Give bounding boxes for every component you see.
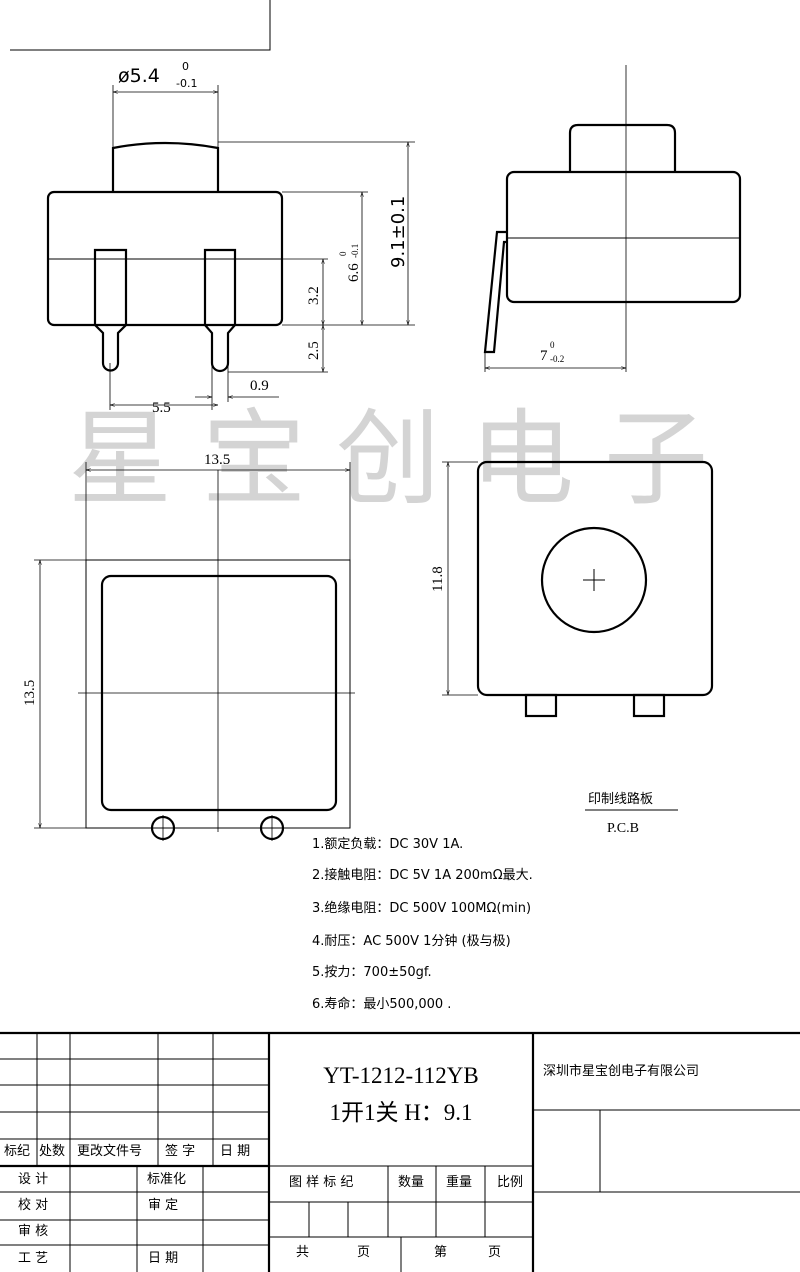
title-block: 标纪 处数 更改文件号 签 字 日 期 设 计 校 对 审 核 工 艺 标准化 … [0,1031,800,1272]
page-unit-label: 页 [357,1245,370,1260]
role-label: 工 艺 [18,1251,48,1266]
spec-list: 1.额定负载：DC 30V 1A. 2.接触电阻：DC 5V 1A 200mΩ最… [312,837,533,1012]
dim-pin-lower: 2.5 [306,341,322,360]
dim-total-height: 9.1±0.1 [388,196,409,268]
dim-body-height: 6.6 [346,263,362,282]
dim-button-diameter: ø5.4 [118,65,160,87]
rev-header: 日 期 [220,1144,250,1159]
side-view: 7 0 -0.2 [483,65,742,372]
role-label: 日 期 [148,1251,178,1266]
rev-header: 更改文件号 [77,1144,142,1159]
dim-body-tol-upper: 0 [338,251,348,256]
drawing-header: 数量 [398,1175,424,1190]
role-label: 审 核 [18,1224,48,1239]
spec-item: 4.耐压：AC 500V 1分钟 (极与极) [312,933,511,949]
part-description: 1开1关 H：9.1 [329,1100,472,1125]
dim-tol-upper: 0 [182,60,189,73]
spec-item: 5.按力：700±50gf. [312,965,432,980]
dim-pin-upper: 3.2 [306,286,322,305]
spec-item: 2.接触电阻：DC 5V 1A 200mΩ最大. [312,867,533,883]
role-label: 标准化 [147,1172,186,1187]
top-view: 11.8 [430,460,714,718]
bottom-view: 13.5 13.5 [22,452,355,841]
rev-header: 处数 [39,1144,65,1159]
dim-width: 13.5 [204,452,230,468]
dim-height: 13.5 [22,680,38,706]
rev-header: 签 字 [165,1143,195,1159]
role-label: 校 对 [18,1197,48,1213]
drawing-header: 比例 [497,1175,523,1190]
dim-top-height: 11.8 [430,566,446,592]
spec-item: 6.寿命：最小500,000 . [312,996,451,1012]
pcb-label-cn: 印制线路板 [588,791,653,807]
drawing-header: 重量 [446,1174,472,1190]
page-total-label: 共 [296,1245,309,1260]
part-number: YT-1212-112YB [323,1063,478,1088]
watermark-image [60,385,720,525]
dim-pin-pitch: 5.5 [152,400,171,416]
dim-depth: 7 [540,348,548,364]
pcb-label-en: P.C.B [607,821,639,836]
rev-header: 标纪 [4,1144,30,1159]
dim-body-tol-lower: -0.1 [350,244,360,258]
spec-item: 3.绝缘电阻：DC 500V 100MΩ(min) [312,900,531,916]
dim-pin-width: 0.9 [250,378,269,394]
drawing-header: 图 样 标 纪 [289,1175,353,1190]
role-label: 审 定 [148,1198,178,1213]
front-view: ø5.4 0 -0.1 9.1±0.1 6.6 0 -0.1 3.2 2.5 0… [46,60,415,416]
spec-item: 1.额定负载：DC 30V 1A. [312,837,463,852]
page-current-label: 第 [434,1245,447,1260]
corner-box [10,0,271,51]
page-unit-label: 页 [488,1245,501,1260]
dim-depth-tol-lower: -0.2 [550,354,564,364]
role-label: 设 计 [18,1172,48,1187]
dim-depth-tol-upper: 0 [550,340,555,350]
dim-tol-lower: -0.1 [176,77,197,90]
company-name: 深圳市星宝创电子有限公司 [543,1063,699,1079]
